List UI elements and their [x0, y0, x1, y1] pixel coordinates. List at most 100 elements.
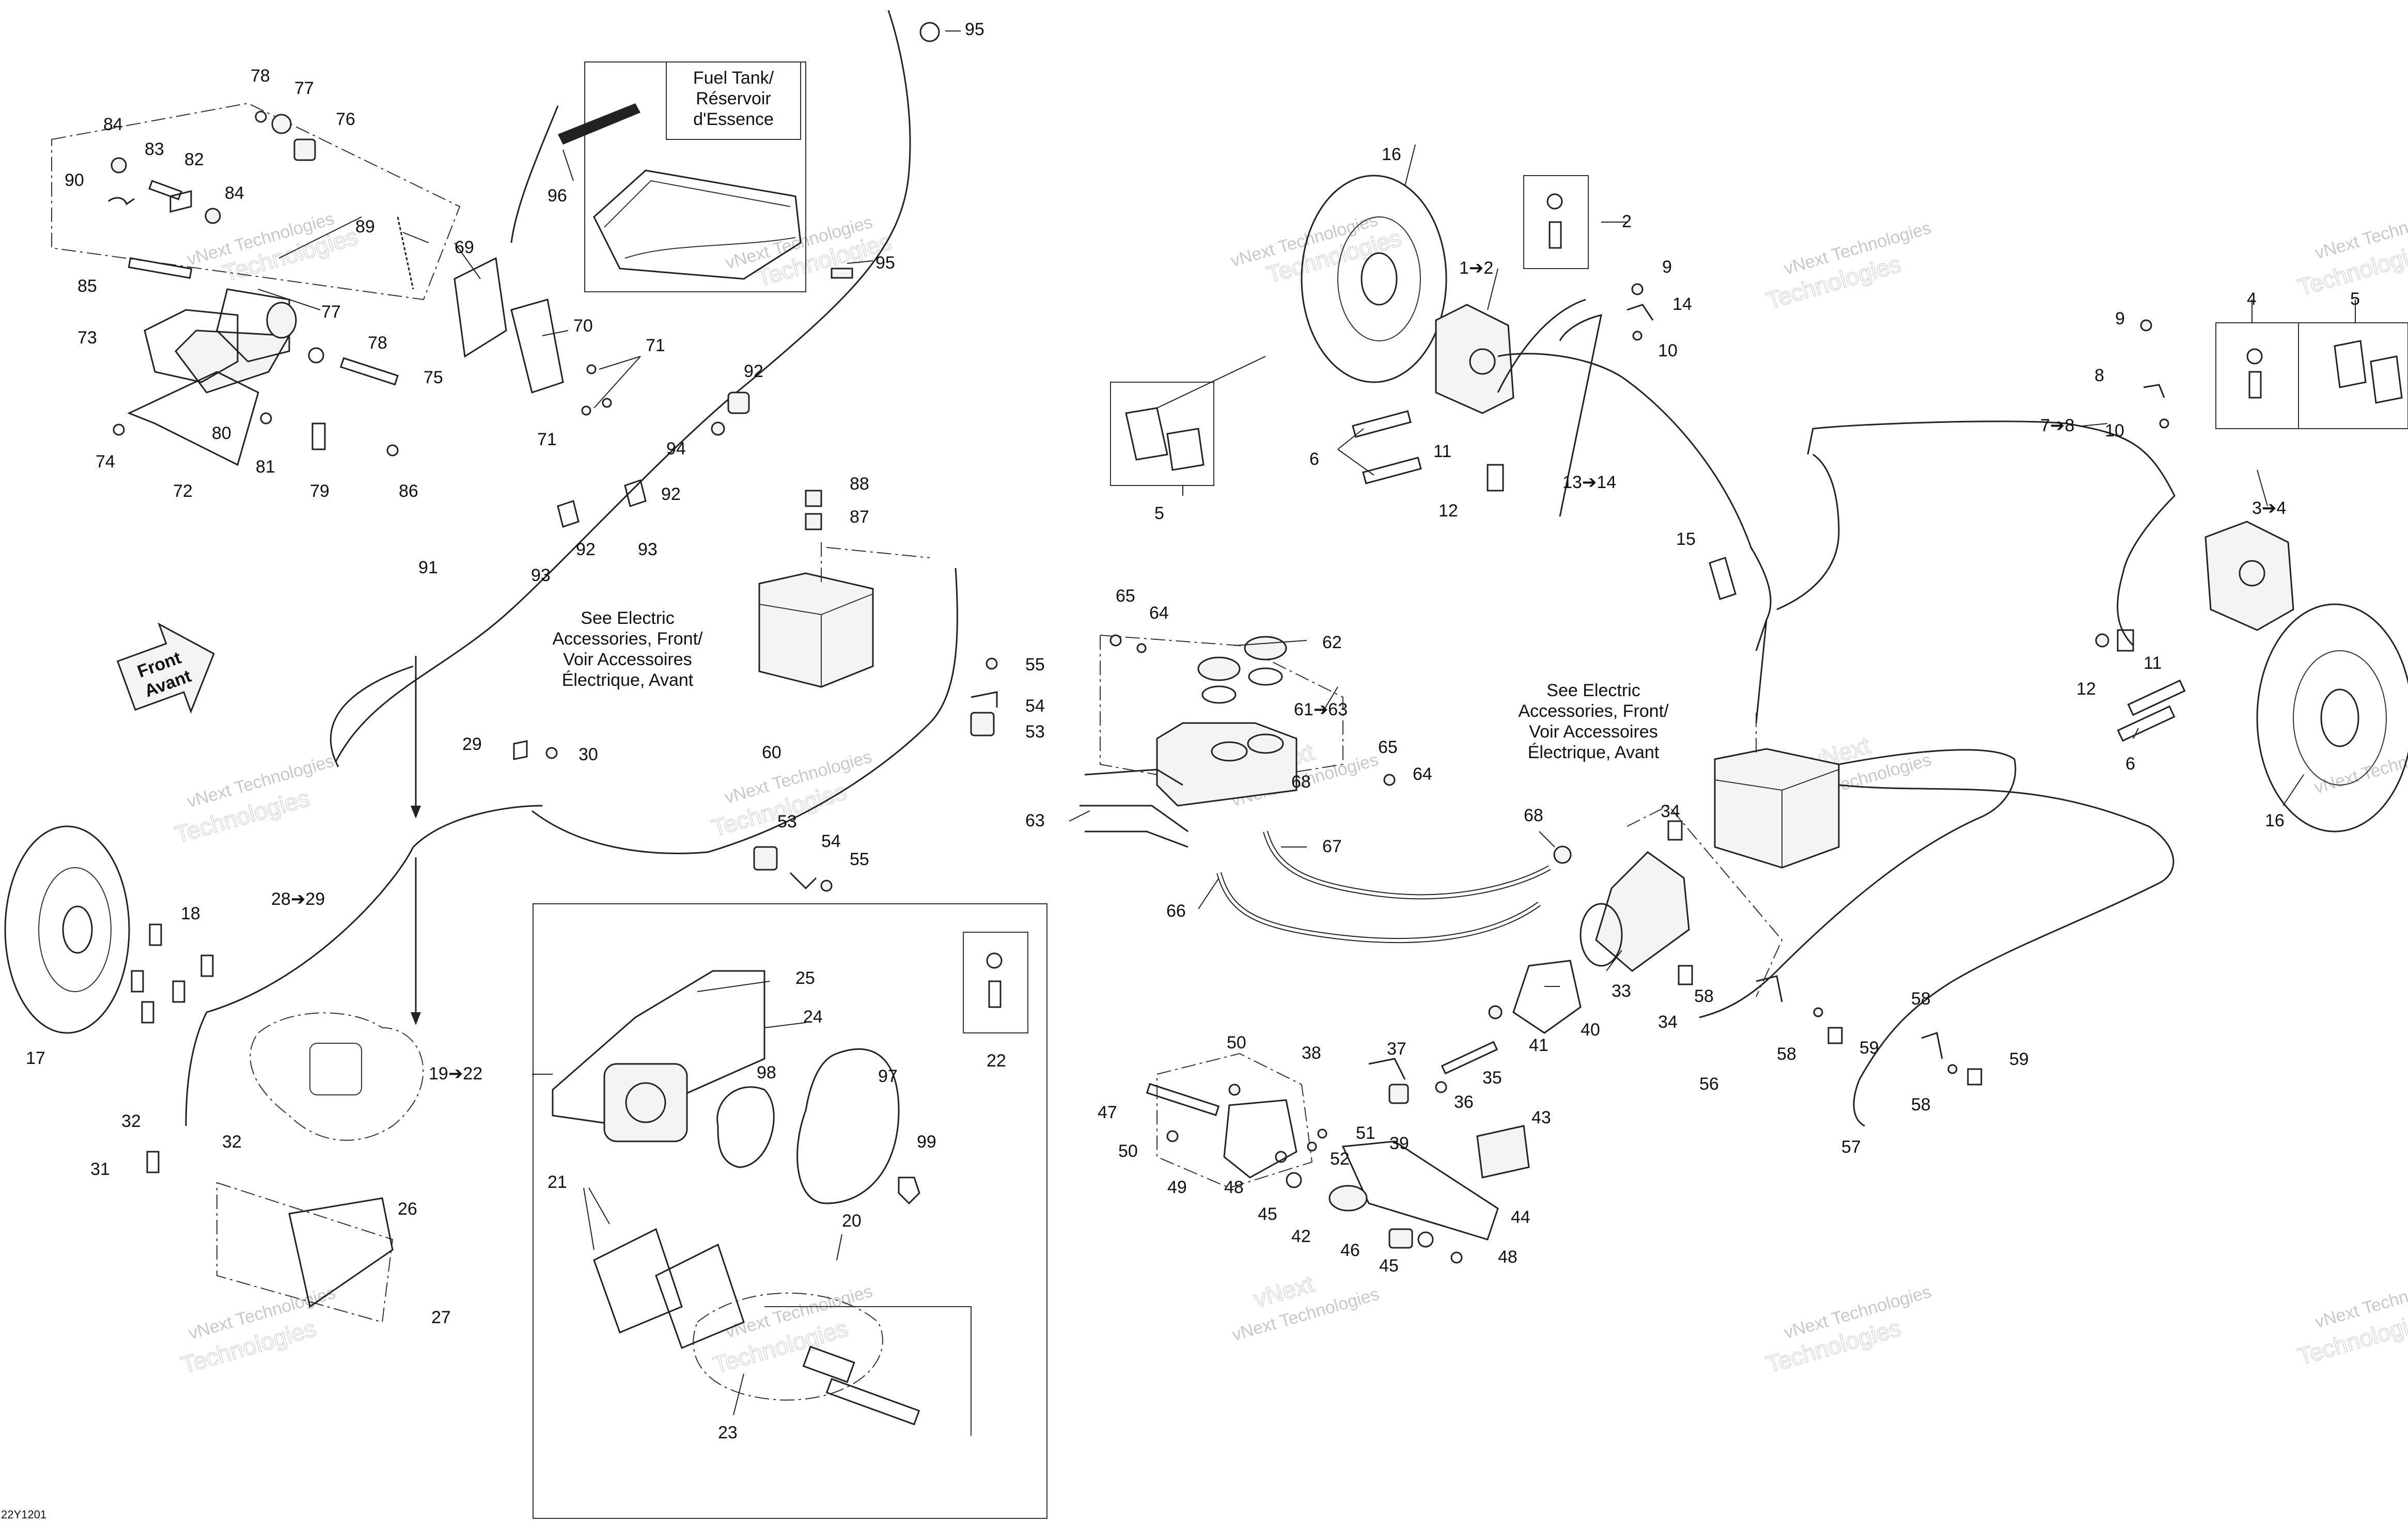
bolt: [149, 923, 162, 946]
figure-code: 22Y1201: [1, 1508, 46, 1521]
screw-9b: [2140, 319, 2152, 332]
callout: 1➔2: [1459, 258, 1493, 278]
inset-22-frame: [963, 932, 1028, 1033]
banjo-11: [1487, 464, 1504, 492]
screw-55a: [986, 657, 998, 670]
callout: 44: [1511, 1207, 1530, 1227]
caliper-1: [1435, 304, 1514, 414]
clip-53b: [753, 846, 778, 871]
callout: 10: [1658, 341, 1678, 360]
bolt-31: [146, 1151, 160, 1173]
pedal-bracket-outline: [1156, 1053, 1313, 1189]
bushing-77a: [271, 114, 292, 134]
callout: 84: [225, 183, 244, 203]
callout: 29: [462, 734, 482, 754]
callout-labels: 95 95 96 78 77 76 84 83 82 90 84 89 69 8…: [26, 20, 2360, 1442]
callout: 9: [2115, 309, 2125, 328]
disc-outer: [4, 825, 130, 1034]
arrow-shape: [116, 622, 215, 714]
line-clips-53-55: [513, 657, 998, 892]
parking-brake-lever-cluster: [51, 102, 612, 466]
disc-inner: [2293, 650, 2387, 786]
nut-36: [1435, 1081, 1447, 1093]
bolt-6d: [2127, 679, 2186, 716]
callout: 63: [1025, 811, 1045, 830]
abs-module-right: See Electric Accessories, Front/ Voir Ac…: [1519, 681, 2175, 1127]
caliper-bracket-24: [552, 970, 765, 1127]
callout: 66: [1166, 901, 1186, 921]
callout: 12: [1438, 501, 1458, 521]
cable-clip-95: [919, 22, 940, 42]
bleeder-body: [2248, 371, 2262, 399]
callout: 82: [184, 150, 204, 169]
callout: 92: [661, 484, 681, 504]
electric-right-line3: Voir Accessoires: [1529, 722, 1658, 742]
callout: 59: [1859, 1038, 1879, 1058]
screw-50a: [1228, 1084, 1241, 1096]
disc-outer: [2256, 603, 2408, 833]
hose-66: [1216, 872, 1541, 944]
reservoir-neck-a: [1211, 741, 1248, 762]
nut-99: [898, 1176, 920, 1205]
callout: 78: [368, 333, 387, 353]
bolt-74: [113, 423, 125, 436]
lever-body: [216, 288, 290, 363]
pedal-bracket-49: [1223, 1099, 1297, 1179]
watermark-text: vNext Technologies: [2312, 737, 2408, 798]
callout: 98: [757, 1063, 776, 1082]
nut-94: [711, 421, 725, 436]
callout: 96: [548, 186, 567, 206]
callout: 58: [1911, 989, 1931, 1009]
clamp-68: [1553, 845, 1572, 864]
callout: 53: [777, 812, 797, 831]
callout: 40: [1581, 1020, 1600, 1040]
clip-8: [2143, 384, 2165, 398]
nut-58b: [1813, 1007, 1823, 1017]
nut-84b: [205, 208, 221, 224]
screw-34a: [1667, 820, 1683, 841]
hose-67: [1263, 830, 1551, 900]
callout: 65: [1378, 738, 1398, 757]
callout: 61➔63: [1294, 700, 1348, 719]
caliper-piston: [1469, 348, 1496, 375]
arrow-head-2: [411, 1012, 421, 1025]
callout: 11: [2144, 653, 2162, 673]
bracket-26: [288, 1197, 394, 1308]
rear-brake-lines: [185, 568, 958, 1126]
fuel-tank-edge: [624, 237, 796, 259]
callout: 10: [2105, 421, 2124, 441]
screw-59b: [1967, 1068, 1982, 1086]
bolts-18: [131, 923, 214, 1173]
master-cylinder-33: [1595, 851, 1690, 972]
callout: 97: [878, 1066, 898, 1086]
abs-block: [758, 572, 874, 688]
callout: 25: [795, 968, 815, 988]
callout: 58: [1777, 1044, 1796, 1064]
callout: 92: [744, 362, 763, 381]
callout: 14: [1672, 294, 1692, 314]
callout: 62: [1322, 633, 1342, 652]
callout: 56: [1699, 1074, 1719, 1094]
bracket-70: [510, 299, 564, 394]
spacer-76: [293, 138, 316, 161]
washer-77: [308, 347, 324, 364]
callout: 71: [646, 336, 665, 355]
callout: 42: [1291, 1227, 1311, 1246]
leader-lines: [258, 30, 2356, 1416]
electric-left-line3: Voir Accessoires: [563, 650, 692, 669]
callout: 45: [1379, 1256, 1399, 1276]
line-57: [1838, 784, 2175, 1127]
callout: 32: [121, 1111, 141, 1131]
callout: 95: [875, 253, 895, 273]
callout: 72: [173, 481, 193, 501]
callout: 77: [321, 302, 341, 322]
clip-82: [169, 190, 192, 213]
mc-dash: [1627, 805, 1783, 997]
screw-34b: [1678, 965, 1693, 985]
bolt-75: [340, 357, 399, 386]
callout: 70: [573, 316, 593, 336]
callout: 32: [222, 1132, 242, 1152]
electric-right-line1: See Electric: [1546, 681, 1640, 700]
disc-hub: [1361, 252, 1398, 306]
hose-67-inner: [1264, 831, 1551, 899]
